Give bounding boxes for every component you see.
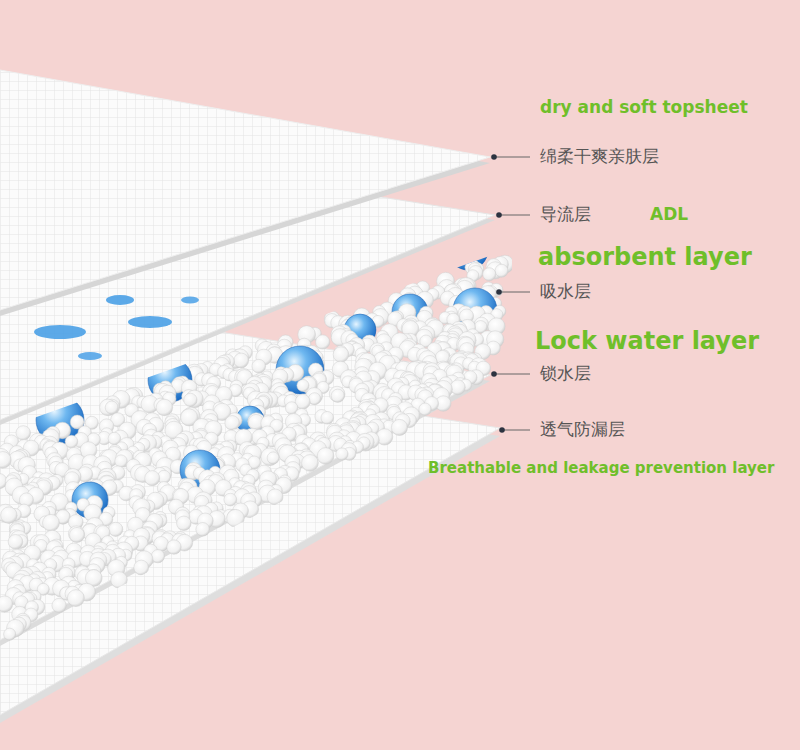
absorbent-bead — [111, 572, 128, 589]
absorbent-bead — [109, 522, 123, 536]
absorbent-bead — [483, 268, 496, 281]
layer-label: Lock water layer — [535, 328, 759, 356]
absorbent-bead — [495, 264, 508, 277]
water-droplet — [78, 352, 102, 360]
absorbent-bead — [67, 590, 84, 607]
layer-label: 锁水层 — [540, 364, 591, 384]
breathable-layer — [0, 350, 500, 715]
absorbent-bead — [4, 628, 16, 640]
absorbent-bead — [321, 411, 334, 424]
absorbent-bead — [115, 455, 127, 467]
absorbent-bead — [336, 448, 348, 460]
leader-dot — [499, 427, 505, 433]
absorbent-bead — [302, 455, 319, 472]
absorbent-bead — [224, 493, 237, 506]
absorbent-bead — [1, 507, 17, 523]
absorbent-bead — [43, 514, 60, 531]
leader-line — [495, 374, 530, 375]
absorbent-bead — [68, 526, 84, 542]
absorbent-bead — [317, 448, 334, 465]
water-droplet — [34, 325, 86, 339]
absorbent-bead — [297, 379, 309, 391]
leader-dot — [496, 289, 502, 295]
layer-label: Breathable and leakage prevention layer — [428, 460, 774, 477]
leader-dot — [491, 371, 497, 377]
absorbent-bead — [234, 353, 249, 368]
leader-line — [500, 292, 530, 293]
layer-label: 吸水层 — [540, 282, 591, 302]
leader-dot — [491, 154, 497, 160]
absorbent-bead — [331, 389, 344, 402]
absorbent-bead — [316, 335, 330, 349]
layer-label: 透气防漏层 — [540, 420, 625, 440]
leader-line — [500, 215, 530, 216]
absorbent-bead — [329, 386, 345, 402]
absorbent-bead — [419, 403, 431, 415]
leader-dot — [496, 212, 502, 218]
absorbent-bead — [196, 522, 210, 536]
water-droplet — [181, 297, 199, 304]
topsheet-layer — [0, 70, 490, 310]
absorbent-bead — [151, 550, 164, 563]
leader-line — [503, 430, 530, 431]
absorbent-bead — [227, 509, 245, 527]
absorbent-bead — [167, 540, 181, 554]
layer-label: 绵柔干爽亲肤层 — [540, 147, 659, 167]
absorbent-bead — [252, 359, 266, 373]
absorbent-bead — [145, 471, 160, 486]
absorbent-bead — [8, 534, 23, 549]
absorbent-bead — [134, 560, 149, 575]
water-droplet — [106, 295, 134, 305]
absorbent-bead — [391, 419, 407, 435]
leader-line — [495, 157, 530, 158]
absorbent-bead — [16, 426, 31, 441]
absorbent-bead — [52, 598, 66, 612]
layer-label: 导流层 — [540, 205, 591, 225]
absorbent-bead — [0, 452, 11, 469]
absorbent-bead — [184, 393, 197, 406]
absorbent-bead — [69, 527, 84, 542]
absorbent-bead — [333, 347, 349, 363]
absorbent-bead — [450, 380, 465, 395]
absorbent-bead — [156, 399, 172, 415]
absorbent-bead — [105, 401, 118, 414]
absorbent-bead — [267, 489, 283, 505]
layer-label: ADL — [650, 205, 688, 225]
absorbent-bead — [225, 416, 240, 431]
leader-lines — [495, 157, 530, 430]
leader-dots — [491, 154, 505, 433]
absorbent-bead — [177, 516, 191, 530]
absorbent-bead — [267, 452, 279, 464]
layer-label: absorbent layer — [538, 244, 752, 272]
absorbent-bead — [0, 596, 13, 612]
absorbent-bead — [308, 393, 320, 405]
layer-label: dry and soft topsheet — [540, 98, 748, 118]
water-droplet — [128, 316, 172, 328]
absorbent-bead — [261, 448, 279, 466]
